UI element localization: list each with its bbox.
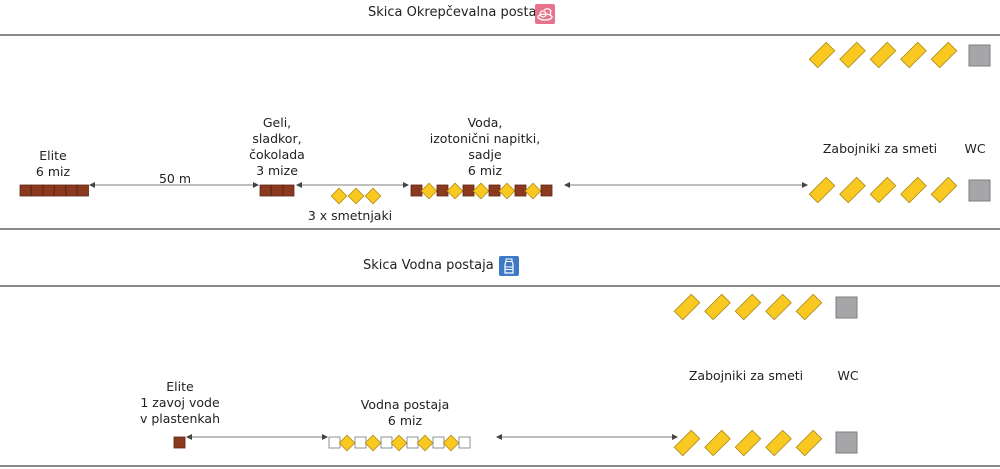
waste-container [930,41,958,69]
table-water-point [328,436,341,449]
waste-label-2: Zabojniki za smeti [688,368,804,383]
table-water-station [410,184,423,197]
table-water-point [406,436,419,449]
table-gels [282,184,295,197]
wc-label: WC [964,141,986,156]
waste-container [734,293,762,321]
waste-container [839,176,866,204]
station-gels-label: Geli, sladkor, čokolada 3 mize [249,115,305,178]
bin-diamond [330,187,348,205]
table-gels [259,184,272,197]
station-water-label: Voda, izotonični napitki, sadje 6 miz [429,115,541,178]
wc-box [968,179,991,202]
waste-container [673,293,701,321]
table-gels [271,184,283,197]
wc-box [968,44,991,67]
wc-box [835,431,858,454]
section-title-refreshment: Skica Okrepčevalna postaja [368,5,549,20]
bin-diamond [364,187,382,205]
waste-container [930,176,958,204]
bin-diamond [338,434,356,452]
waste-container [704,429,731,457]
table-water-station [436,184,449,197]
waste-container [808,41,836,69]
table-elite [42,184,55,197]
bin-diamond [390,434,408,452]
table-water-point [380,436,393,449]
waste-container [765,429,792,457]
bins-label: 3 x smetnjaki [307,208,393,223]
waste-container [704,293,731,321]
table-elite [77,184,89,197]
waste-container [808,176,836,204]
bin-diamond [442,434,460,452]
bin-diamond [498,182,516,200]
wc-label-2: WC [837,368,859,383]
waste-container [795,429,823,457]
table-elite [31,184,43,197]
waste-container [765,293,792,321]
divider-top-2 [0,285,1000,287]
table-water-station [540,184,553,197]
table-water-station [514,184,527,197]
table-elite [65,184,78,197]
bin-diamond [347,187,365,205]
table-water-point [458,436,471,449]
bin-diamond [416,434,434,452]
divider-bottom-1 [0,228,1000,230]
food-icon [535,4,555,24]
station-elite-water-label: Elite 1 zavoj vode v plastenkah [139,379,221,426]
bin-diamond [420,182,438,200]
waste-container [869,176,897,204]
section-title-water: Skica Vodna postaja [363,258,494,273]
bin-diamond [446,182,464,200]
divider-top-1 [0,34,1000,36]
waste-container [673,429,701,457]
bin-diamond [364,434,382,452]
water-bottle-icon [499,256,519,276]
station-water-point-label: Vodna postaja 6 miz [360,397,450,428]
bin-diamond [472,182,490,200]
bin-diamond [524,182,542,200]
table-elite-water [173,436,186,449]
waste-container [795,293,823,321]
waste-container [900,41,927,69]
waste-label: Zabojniki za smeti [822,141,938,156]
waste-container [869,41,897,69]
table-elite [54,184,66,197]
table-water-station [488,184,501,197]
table-elite [19,184,32,197]
station-elite-label: Elite 6 miz [35,148,71,179]
table-water-point [432,436,445,449]
table-water-point [354,436,367,449]
wc-box [835,296,858,319]
waste-container [734,429,762,457]
divider-bottom-2 [0,465,1000,467]
waste-container [839,41,866,69]
table-water-station [462,184,475,197]
waste-container [900,176,927,204]
